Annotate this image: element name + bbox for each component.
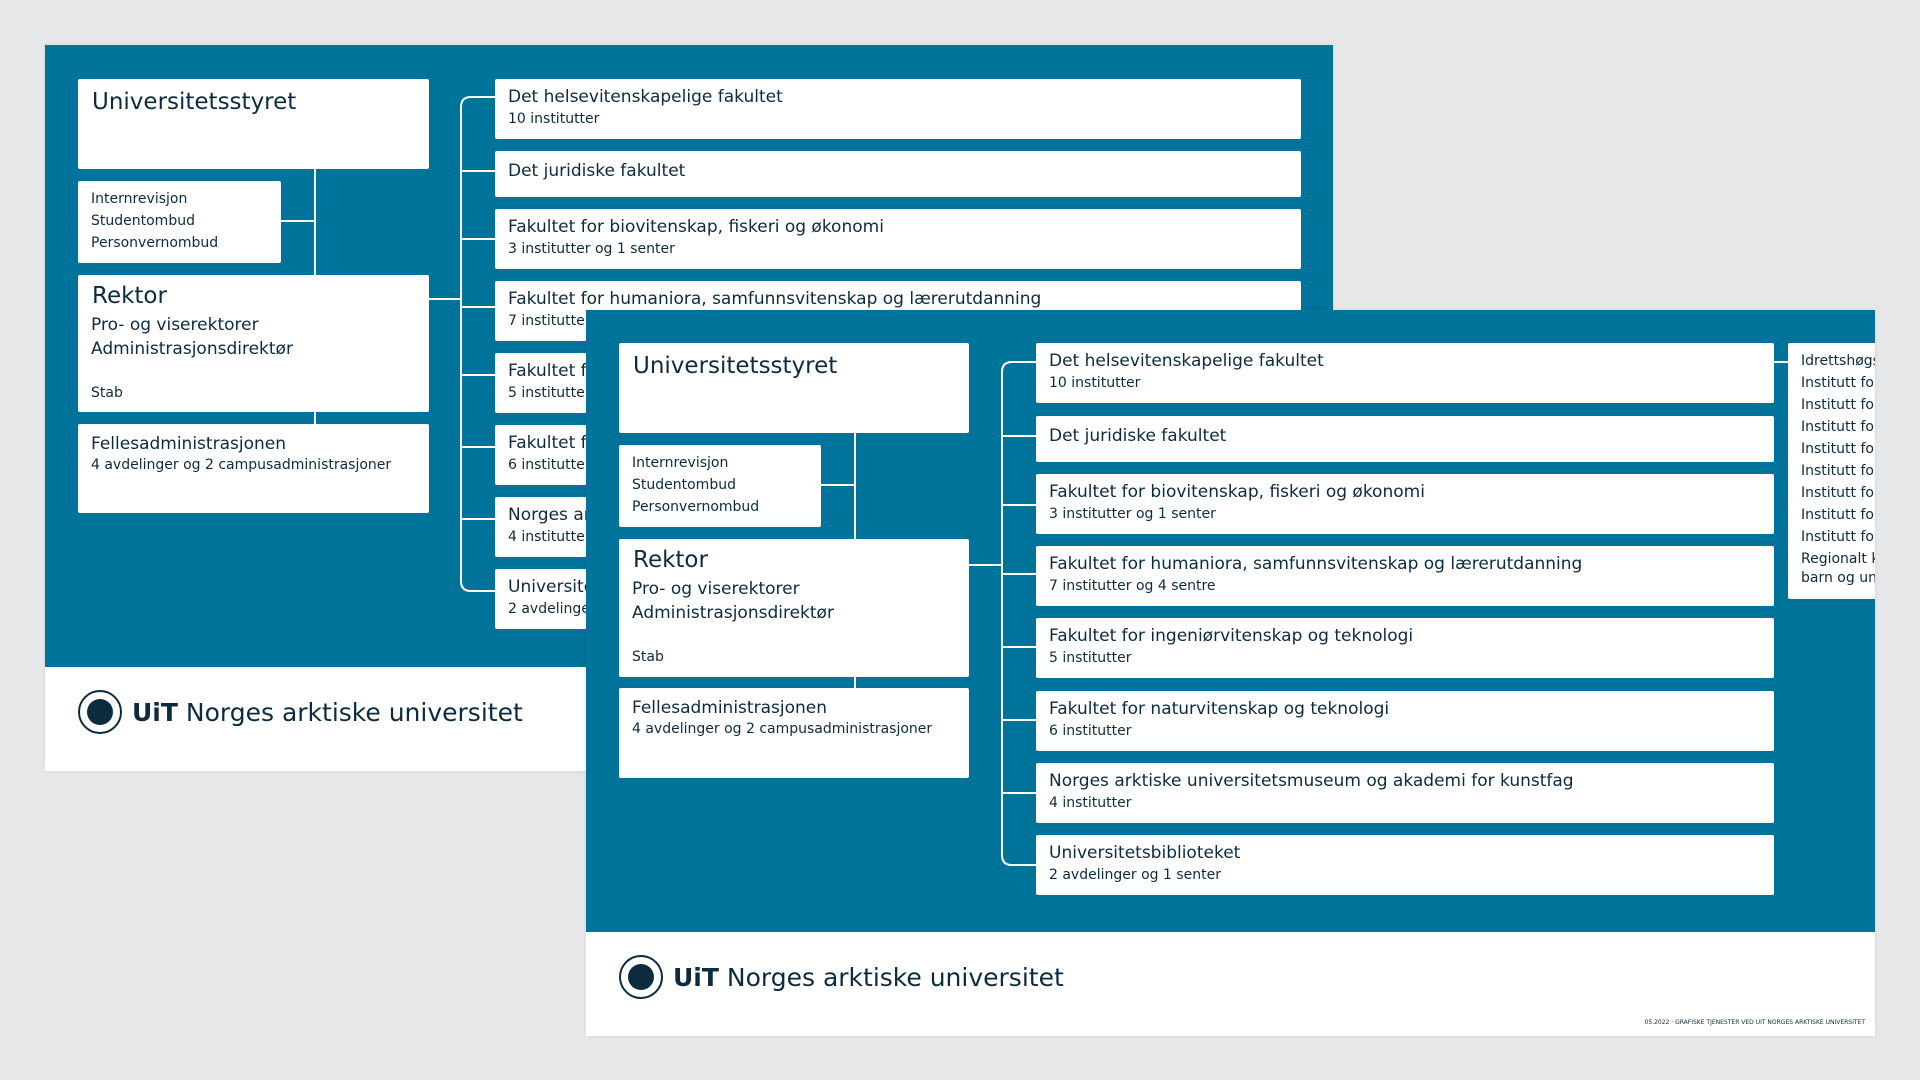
faculty-bibliotek-name: Universitetsbiblioteket: [1049, 843, 1241, 863]
institutes-box: Idrettshøgskolen Institutt for farmasi I…: [1788, 343, 1875, 599]
back-faculty-8-name: Universite: [508, 577, 595, 597]
back-rector-box: Rektor Pro- og viserektorer Administrasj…: [78, 275, 429, 412]
board-title: Universitetsstyret: [633, 353, 838, 379]
front-slide: Universitetsstyret Internrevisjon Studen…: [586, 310, 1875, 1036]
rector-title: Rektor: [633, 547, 708, 573]
faculty-helse-name: Det helsevitenskapelige fakultet: [1049, 351, 1324, 371]
back-board-title: Universitetsstyret: [92, 89, 297, 115]
admin-title: Fellesadministrasjonen: [632, 698, 827, 718]
rector-box: Rektor Pro- og viserektorer Administrasj…: [619, 539, 969, 677]
faculty-ingenior: Fakultet for ingeniørvitenskap og teknol…: [1036, 618, 1774, 678]
back-faculty-5-sub: 5 institutter: [508, 385, 591, 401]
back-rector-title: Rektor: [92, 283, 167, 309]
back-faculty-7-sub: 4 institutter: [508, 529, 591, 545]
back-faculty-4-name: Fakultet for humaniora, samfunnsvitenska…: [508, 289, 1042, 309]
back-faculty-6-name: Fakultet fo: [508, 433, 598, 453]
back-audit-2: Studentombud: [91, 213, 195, 229]
faculty-museum: Norges arktiske universitetsmuseum og ak…: [1036, 763, 1774, 823]
back-faculty-3-name: Fakultet for biovitenskap, fiskeri og øk…: [508, 217, 884, 237]
credit-line: 05.2022 · GRAFISKE TJENESTER VED UIT NOR…: [1644, 1019, 1865, 1026]
faculty-humaniora-sub: 7 institutter og 4 sentre: [1049, 578, 1216, 594]
back-faculty-6-sub: 6 institutter: [508, 457, 591, 473]
faculty-helse: Det helsevitenskapelige fakultet 10 inst…: [1036, 343, 1774, 403]
faculty-humaniora-name: Fakultet for humaniora, samfunnsvitenska…: [1049, 554, 1583, 574]
back-audit-1: Internrevisjon: [91, 191, 188, 207]
institute-item: Institutt for klinisk odontologi: [1801, 441, 1875, 457]
audit-item-personvernombud: Personvernombud: [632, 499, 760, 515]
brand-name: Norges arktiske universitet: [726, 962, 1064, 992]
faculty-naturvitenskap-name: Fakultet for naturvitenskap og teknologi: [1049, 699, 1390, 719]
brand-text: UiT Norges arktiske universitet: [673, 963, 1064, 992]
institute-item: Institutt for helse- og omsorgsfag: [1801, 397, 1875, 413]
back-faculty-2-name: Det juridiske fakultet: [508, 161, 686, 181]
back-rector-line1: Pro- og viserektorer: [91, 315, 259, 335]
institute-item: Institutt for samfunnsmedisin: [1801, 507, 1875, 523]
audit-item-internrevisjon: Internrevisjon: [632, 455, 729, 471]
back-audit-box: Internrevisjon Studentombud Personvernom…: [78, 181, 281, 263]
board-box: Universitetsstyret: [619, 343, 969, 433]
faculty-juridiske-name: Det juridiske fakultet: [1049, 426, 1227, 446]
brand-short: UiT: [673, 962, 719, 992]
back-board-box: Universitetsstyret: [78, 79, 429, 169]
uit-seal-icon: [78, 690, 122, 734]
back-faculty-1: Det helsevitenskapelige fakultet 10 inst…: [495, 79, 1301, 139]
back-brand-text: UiT Norges arktiske universitet: [132, 698, 523, 727]
back-admin-title: Fellesadministrasjonen: [91, 434, 286, 454]
institute-item: Regionalt kunnskapssenter for: [1801, 551, 1875, 567]
faculty-humaniora: Fakultet for humaniora, samfunnsvitenska…: [1036, 546, 1774, 606]
rector-staff: Stab: [632, 649, 664, 665]
institute-item: Institutt for vernepleie: [1801, 529, 1875, 545]
back-faculty-5-name: Fakultet fo: [508, 361, 598, 381]
back-faculty-2: Det juridiske fakultet: [495, 151, 1301, 197]
back-faculty-3-sub: 3 institutter og 1 senter: [508, 241, 675, 257]
institute-item: Institutt for farmasi: [1801, 375, 1875, 391]
institute-item: barn og unge, Nord (RKBU Nord): [1801, 570, 1875, 586]
back-rector-staff: Stab: [91, 385, 123, 401]
admin-box: Fellesadministrasjonen 4 avdelinger og 2…: [619, 688, 969, 778]
faculty-ingenior-sub: 5 institutter: [1049, 650, 1132, 666]
front-org-panel: Universitetsstyret Internrevisjon Studen…: [586, 310, 1875, 932]
rector-line1: Pro- og viserektorer: [632, 579, 800, 599]
uit-seal-icon: [619, 955, 663, 999]
faculty-biovitenskap: Fakultet for biovitenskap, fiskeri og øk…: [1036, 474, 1774, 534]
rector-line2: Administrasjonsdirektør: [632, 603, 834, 623]
faculty-helse-sub: 10 institutter: [1049, 375, 1141, 391]
faculty-bibliotek-sub: 2 avdelinger og 1 senter: [1049, 867, 1221, 883]
back-footer-logo: UiT Norges arktiske universitet: [78, 690, 523, 734]
back-faculty-4-sub: 7 institutter: [508, 313, 591, 329]
audit-box: Internrevisjon Studentombud Personvernom…: [619, 445, 821, 527]
back-rector-line2: Administrasjonsdirektør: [91, 339, 293, 359]
back-faculty-1-name: Det helsevitenskapelige fakultet: [508, 87, 783, 107]
back-brand-short: UiT: [132, 697, 178, 727]
back-faculty-1-sub: 10 institutter: [508, 111, 600, 127]
faculty-ingenior-name: Fakultet for ingeniørvitenskap og teknol…: [1049, 626, 1414, 646]
faculty-naturvitenskap-sub: 6 institutter: [1049, 723, 1132, 739]
back-admin-sub: 4 avdelinger og 2 campusadministrasjoner: [91, 457, 392, 473]
faculty-museum-sub: 4 institutter: [1049, 795, 1132, 811]
admin-sub: 4 avdelinger og 2 campusadministrasjoner: [632, 721, 933, 737]
faculty-biovitenskap-sub: 3 institutter og 1 senter: [1049, 506, 1216, 522]
institute-item: Institutt for klinisk medisin: [1801, 419, 1875, 435]
faculty-museum-name: Norges arktiske universitetsmuseum og ak…: [1049, 771, 1574, 791]
faculty-bibliotek: Universitetsbiblioteket 2 avdelinger og …: [1036, 835, 1774, 895]
back-brand-name: Norges arktiske universitet: [185, 697, 523, 727]
institute-item: Institutt for medisinsk biologi: [1801, 463, 1875, 479]
faculty-biovitenskap-name: Fakultet for biovitenskap, fiskeri og øk…: [1049, 482, 1425, 502]
institute-item: Idrettshøgskolen: [1801, 353, 1875, 369]
front-footer-logo: UiT Norges arktiske universitet: [619, 955, 1064, 999]
audit-item-studentombud: Studentombud: [632, 477, 736, 493]
faculty-juridiske: Det juridiske fakultet: [1036, 416, 1774, 462]
back-audit-3: Personvernombud: [91, 235, 219, 251]
faculty-naturvitenskap: Fakultet for naturvitenskap og teknologi…: [1036, 691, 1774, 751]
back-faculty-8-sub: 2 avdelinge: [508, 601, 590, 617]
institute-item: Institutt for psykologi: [1801, 485, 1875, 501]
back-faculty-3: Fakultet for biovitenskap, fiskeri og øk…: [495, 209, 1301, 269]
back-faculty-7-name: Norges ar: [508, 505, 591, 525]
back-admin-box: Fellesadministrasjonen 4 avdelinger og 2…: [78, 424, 429, 513]
